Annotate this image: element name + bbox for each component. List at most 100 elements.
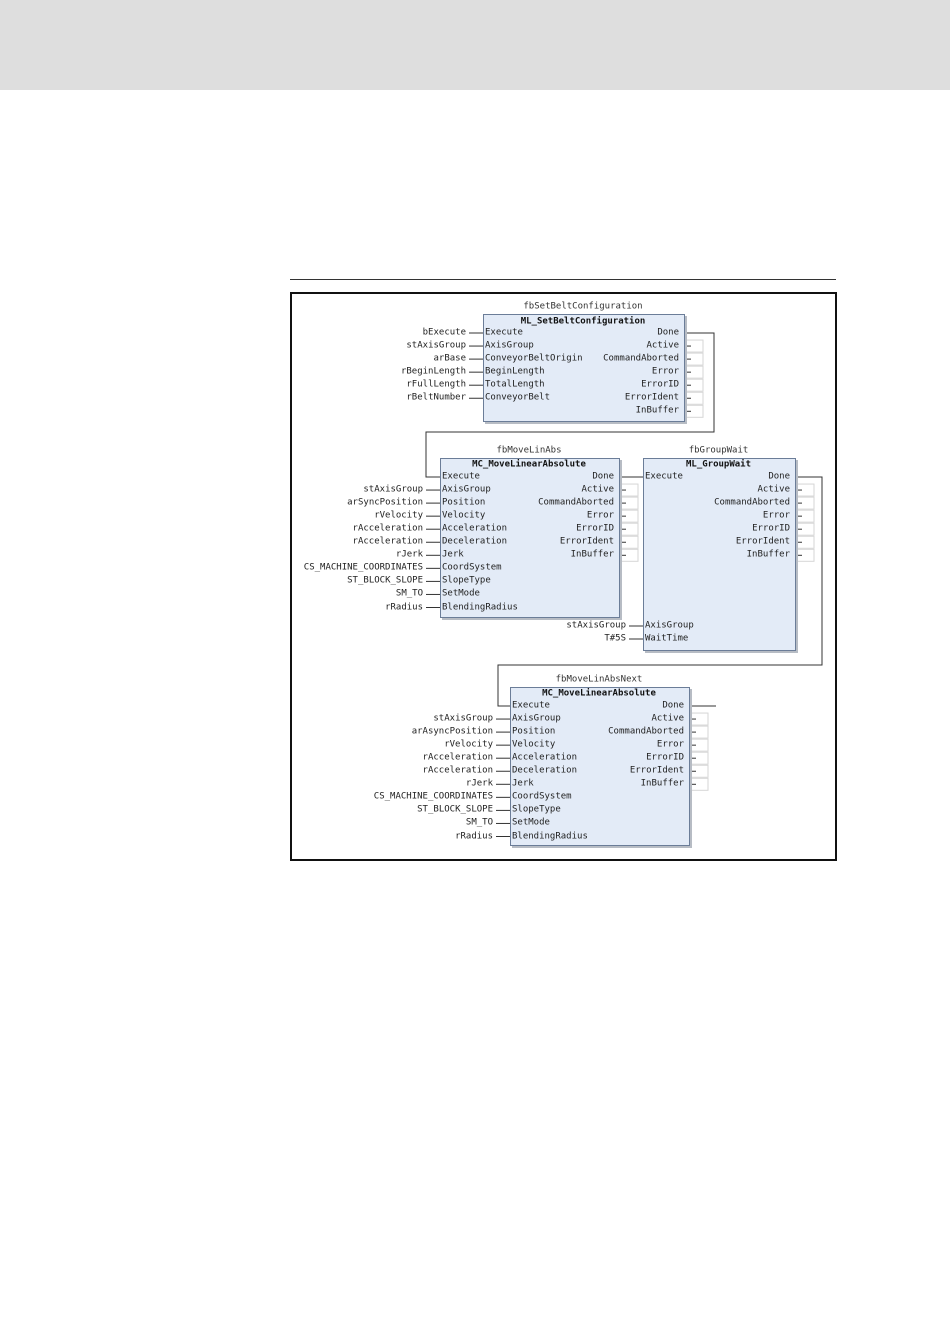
output-pin-label: CommandAborted [608,726,684,737]
block-instance-name: fbMoveLinAbsNext [555,674,643,685]
output-pin-label: ErrorIdent [629,765,684,776]
wire-setbelt-done-to-movelinabs-execute [425,332,715,478]
input-pin-label: CoordSystem [512,791,572,802]
output-stub [619,535,639,549]
output-stub [619,522,639,536]
output-stub [795,509,815,523]
input-pin-label: BlendingRadius [512,831,588,841]
output-pin-label: ErrorID [752,523,790,534]
output-pin-label: Active [581,484,614,495]
input-pin-label: SetMode [512,817,550,828]
input-pin-label: BeginLength [485,366,545,377]
input-variable: T#5S [604,633,626,644]
output-stub [619,509,639,523]
section-rule [290,279,836,280]
input-variable: rBeltNumber [406,392,466,403]
input-variable: rAcceleration [422,752,493,763]
input-pin-label: TotalLength [485,379,545,390]
input-pin-label: Deceleration [512,765,578,776]
output-stub [795,535,815,549]
input-variable: rRadius [455,831,493,841]
output-pin-label: ErrorID [576,523,614,534]
output-pin-label: Error [651,366,679,377]
input-pin-label: WaitTime [645,633,689,644]
input-variable: stAxisGroup [363,484,423,495]
input-variable: stAxisGroup [406,340,466,351]
input-variable: rRadius [385,602,423,612]
output-pin-label: InBuffer [635,405,679,416]
input-pin-label: Position [442,497,486,508]
input-pin-label: BlendingRadius [442,602,518,612]
output-pin-label: ErrorID [646,752,684,763]
output-stub [684,378,704,392]
block-type-name: ML_SetBeltConfiguration [520,316,646,327]
output-pin-label: CommandAborted [714,497,790,508]
output-stub [684,391,704,405]
output-stub [684,365,704,379]
input-pin-label: SlopeType [512,804,561,815]
block-instance-name: fbMoveLinAbs [496,445,562,456]
input-variable: rBeginLength [400,366,466,377]
output-pin-label: CommandAborted [538,497,614,508]
input-variable: rAcceleration [352,523,423,534]
input-variable: rAcceleration [422,765,493,776]
block-instance-name: fbGroupWait [688,445,749,456]
input-pin-label: Execute [512,700,550,711]
input-variable: rVelocity [444,739,493,750]
output-stub [689,725,709,739]
input-variable: ST_BLOCK_SLOPE [347,575,423,586]
output-pin-label: Active [646,340,679,351]
input-variable: rVelocity [374,510,423,521]
output-stub [684,352,704,366]
output-pin-label: Active [757,484,790,495]
input-variable: bExecute [422,327,466,338]
output-pin-label: ErrorIdent [735,536,790,547]
output-stub [619,496,639,510]
output-stub [689,764,709,778]
input-pin-label: Execute [442,471,480,482]
output-pin-label: InBuffer [570,549,614,560]
input-pin-label: Velocity [512,739,556,750]
output-pin-label: InBuffer [640,778,684,789]
output-stub [795,483,815,497]
input-variable: rFullLength [406,379,466,390]
output-pin-label: Done [657,327,679,338]
output-stub [689,777,709,791]
input-variable: stAxisGroup [433,713,493,724]
input-variable: CS_MACHINE_COORDINATES [303,562,423,573]
output-stub [619,548,639,562]
function-block-movelinabsnext[interactable] [510,687,690,846]
input-variable: ST_BLOCK_SLOPE [417,804,493,815]
block-type-name: ML_GroupWait [685,459,752,470]
input-pin-label: ConveyorBeltOrigin [485,353,583,364]
input-variable: SM_TO [395,588,423,599]
output-pin-label: Error [656,739,684,750]
input-variable: arSyncPosition [347,497,423,508]
output-stub [689,712,709,726]
block-type-name: MC_MoveLinearAbsolute [472,459,586,470]
function-block-movelinabs[interactable] [440,458,620,618]
input-pin-label: AxisGroup [512,713,561,724]
input-pin-label: Jerk [442,549,464,560]
output-stub [795,522,815,536]
output-pin-label: ErrorIdent [559,536,614,547]
output-stub [684,404,704,418]
output-pin-label: Done [768,471,790,482]
output-stub [689,751,709,765]
output-pin-label: ErrorID [641,379,679,390]
input-pin-label: Acceleration [442,523,508,534]
function-block-groupwait[interactable] [643,458,796,651]
input-variable: stAxisGroup [566,620,626,631]
block-instance-name: fbSetBeltConfiguration [523,301,643,312]
input-pin-label: CoordSystem [442,562,502,573]
input-pin-label: Acceleration [512,752,578,763]
input-pin-label: AxisGroup [485,340,534,351]
output-pin-label: Done [662,700,684,711]
output-stub [795,548,815,562]
input-variable: rJerk [465,778,493,789]
output-stub [689,738,709,752]
output-pin-label: CommandAborted [603,353,679,364]
function-block-setbelt[interactable] [483,314,685,422]
input-variable: arBase [433,353,466,364]
